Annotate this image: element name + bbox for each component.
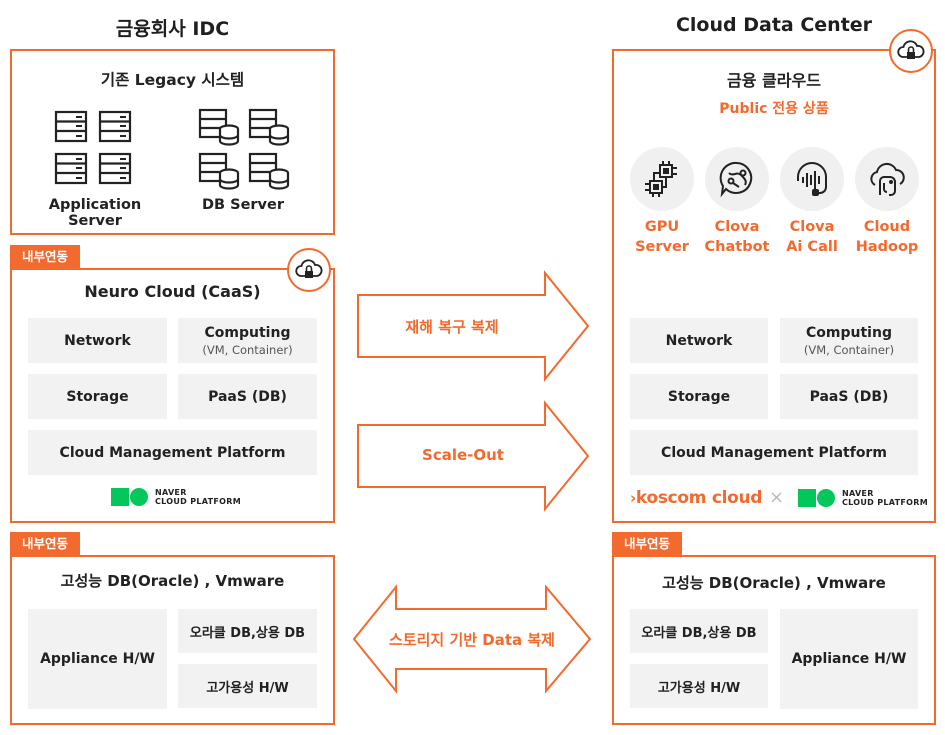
gpu-server-line2: Server [635, 239, 689, 255]
legacy-system-panel: 기존 Legacy 시스템 [10, 49, 335, 235]
right-cloud-lock-icon [889, 29, 933, 73]
ncp-cloudplatform-text: CLOUD PLATFORM [155, 497, 241, 506]
right-computing-cell: Computing (VM, Container) [780, 318, 918, 363]
financial-cloud-title: 금융 클라우드 [727, 71, 821, 90]
paas-cell: PaaS (DB) [178, 374, 317, 419]
computing-cell: Computing (VM, Container) [178, 318, 317, 363]
right-ncp-mark-icon [798, 489, 835, 507]
clova-aicall-line1: Clova [789, 219, 835, 235]
left-appliance-cell: Appliance H/W [28, 609, 167, 709]
storage-cell: Storage [28, 374, 167, 419]
cmp-cell: Cloud Management Platform [28, 430, 317, 475]
computing-sub-label: (VM, Container) [202, 342, 293, 357]
gpu-server-circle [630, 147, 694, 211]
right-column-title: Cloud Data Center [675, 14, 873, 36]
right-naver-cloud-platform-logo: NAVER CLOUD PLATFORM [798, 489, 928, 507]
gpu-server-line1: GPU [644, 219, 680, 235]
cloud-hadoop-label: Cloud Hadoop [847, 217, 927, 257]
right-ha-cell: 고가용성 H/W [630, 664, 768, 708]
right-computing-label: Computing [806, 324, 892, 341]
right-highdb-title: 고성능 DB(Oracle) , Vmware [662, 574, 886, 592]
right-appliance-label: Appliance H/W [791, 651, 907, 667]
right-network-label: Network [665, 332, 733, 349]
dr-replication-label: 재해 복구 복제 [405, 318, 499, 336]
application-server-icon [54, 110, 132, 185]
naver-cloud-platform-logo: NAVER CLOUD PLATFORM [111, 488, 241, 506]
scale-out-label: Scale-Out [422, 446, 504, 464]
left-oracle-cell: 오라클 DB,상용 DB [178, 609, 317, 653]
right-highdb-panel: 고성능 DB(Oracle) , Vmware 오라클 DB,상용 DB 고가용… [612, 555, 936, 725]
cmp-label: Cloud Management Platform [59, 444, 286, 461]
db-server-label: DB Server [201, 197, 284, 213]
right-network-cell: Network [630, 318, 768, 363]
neuro-cloud-panel: Neuro Cloud (CaaS) Network Computing (VM… [10, 268, 335, 523]
hadoop-elephant-icon [870, 162, 905, 196]
ai-call-headset-icon [797, 162, 827, 196]
cloud-lock-icon [287, 248, 331, 292]
storage-replication-label: 스토리지 기반 Data 복제 [389, 631, 555, 649]
times-symbol: × [769, 487, 785, 508]
db-server-icon [198, 108, 290, 190]
right-computing-sub-label: (VM, Container) [803, 342, 895, 357]
chatbot-icon [719, 161, 753, 198]
right-paas-cell: PaaS (DB) [780, 374, 918, 419]
network-label: Network [64, 332, 131, 349]
right-appliance-cell: Appliance H/W [780, 609, 918, 709]
left-ha-cell: 고가용성 H/W [178, 664, 317, 708]
gpu-server-label: GPU Server [622, 217, 702, 257]
cloud-hadoop-circle [855, 147, 919, 211]
clova-chatbot-circle [705, 147, 769, 211]
cloud-hadoop-line2: Hadoop [855, 239, 919, 255]
clova-aicall-label: Clova Ai Call [772, 217, 852, 257]
right-cmp-label: Cloud Management Platform [661, 444, 887, 461]
computing-label: Computing [204, 324, 291, 341]
right-ncp-cloudplatform-text: CLOUD PLATFORM [842, 498, 928, 507]
ncp-naver-text: NAVER [155, 488, 187, 497]
internal-link-tag: 내부연동 [10, 245, 81, 269]
right-cmp-cell: Cloud Management Platform [630, 430, 918, 475]
clova-aicall-line2: Ai Call [786, 239, 838, 255]
legacy-system-title: 기존 Legacy 시스템 [100, 71, 245, 89]
right-paas-label: PaaS (DB) [809, 388, 889, 405]
right-highdb-tag: 내부연동 [612, 532, 683, 556]
right-storage-label: Storage [667, 388, 731, 405]
application-server-label: Application Server [48, 197, 142, 229]
neuro-cloud-title: Neuro Cloud (CaaS) [84, 282, 261, 301]
clova-chatbot-label: Clova Chatbot [697, 217, 777, 257]
clova-aicall-circle [780, 147, 844, 211]
financial-cloud-subtitle: Public 전용 상품 [719, 101, 829, 117]
ncp-mark-icon [111, 488, 148, 506]
paas-label: PaaS (DB) [208, 388, 287, 405]
left-highdb-panel: 고성능 DB(Oracle) , Vmware Appliance H/W 오라… [10, 555, 335, 725]
left-highdb-tag: 내부연동 [10, 532, 81, 556]
storage-replication-arrow [352, 584, 592, 694]
right-ha-label: 고가용성 H/W [657, 680, 741, 696]
gpu-chip-icon [645, 161, 677, 197]
cloud-hadoop-line1: Cloud [863, 219, 911, 235]
clova-chatbot-line1: Clova [714, 219, 760, 235]
left-ha-label: 고가용성 H/W [206, 680, 289, 696]
right-ncp-naver-text: NAVER [842, 489, 874, 498]
dr-replication-arrow [357, 270, 590, 382]
scale-out-arrow [357, 400, 590, 512]
right-storage-cell: Storage [630, 374, 768, 419]
clova-chatbot-line2: Chatbot [704, 239, 770, 255]
koscom-cloud-logo: ›koscom cloud [630, 488, 763, 508]
left-appliance-label: Appliance H/W [40, 651, 155, 667]
koscom-cloud-text: koscom cloud [635, 488, 763, 508]
left-column-title: 금융회사 IDC [115, 18, 230, 40]
right-oracle-label: 오라클 DB,상용 DB [641, 625, 757, 641]
network-cell: Network [28, 318, 167, 363]
financial-cloud-panel: 금융 클라우드 Public 전용 상품 [612, 49, 936, 523]
left-highdb-title: 고성능 DB(Oracle) , Vmware [60, 572, 285, 590]
storage-label: Storage [66, 388, 129, 405]
right-oracle-cell: 오라클 DB,상용 DB [630, 609, 768, 653]
left-oracle-label: 오라클 DB,상용 DB [189, 625, 306, 641]
